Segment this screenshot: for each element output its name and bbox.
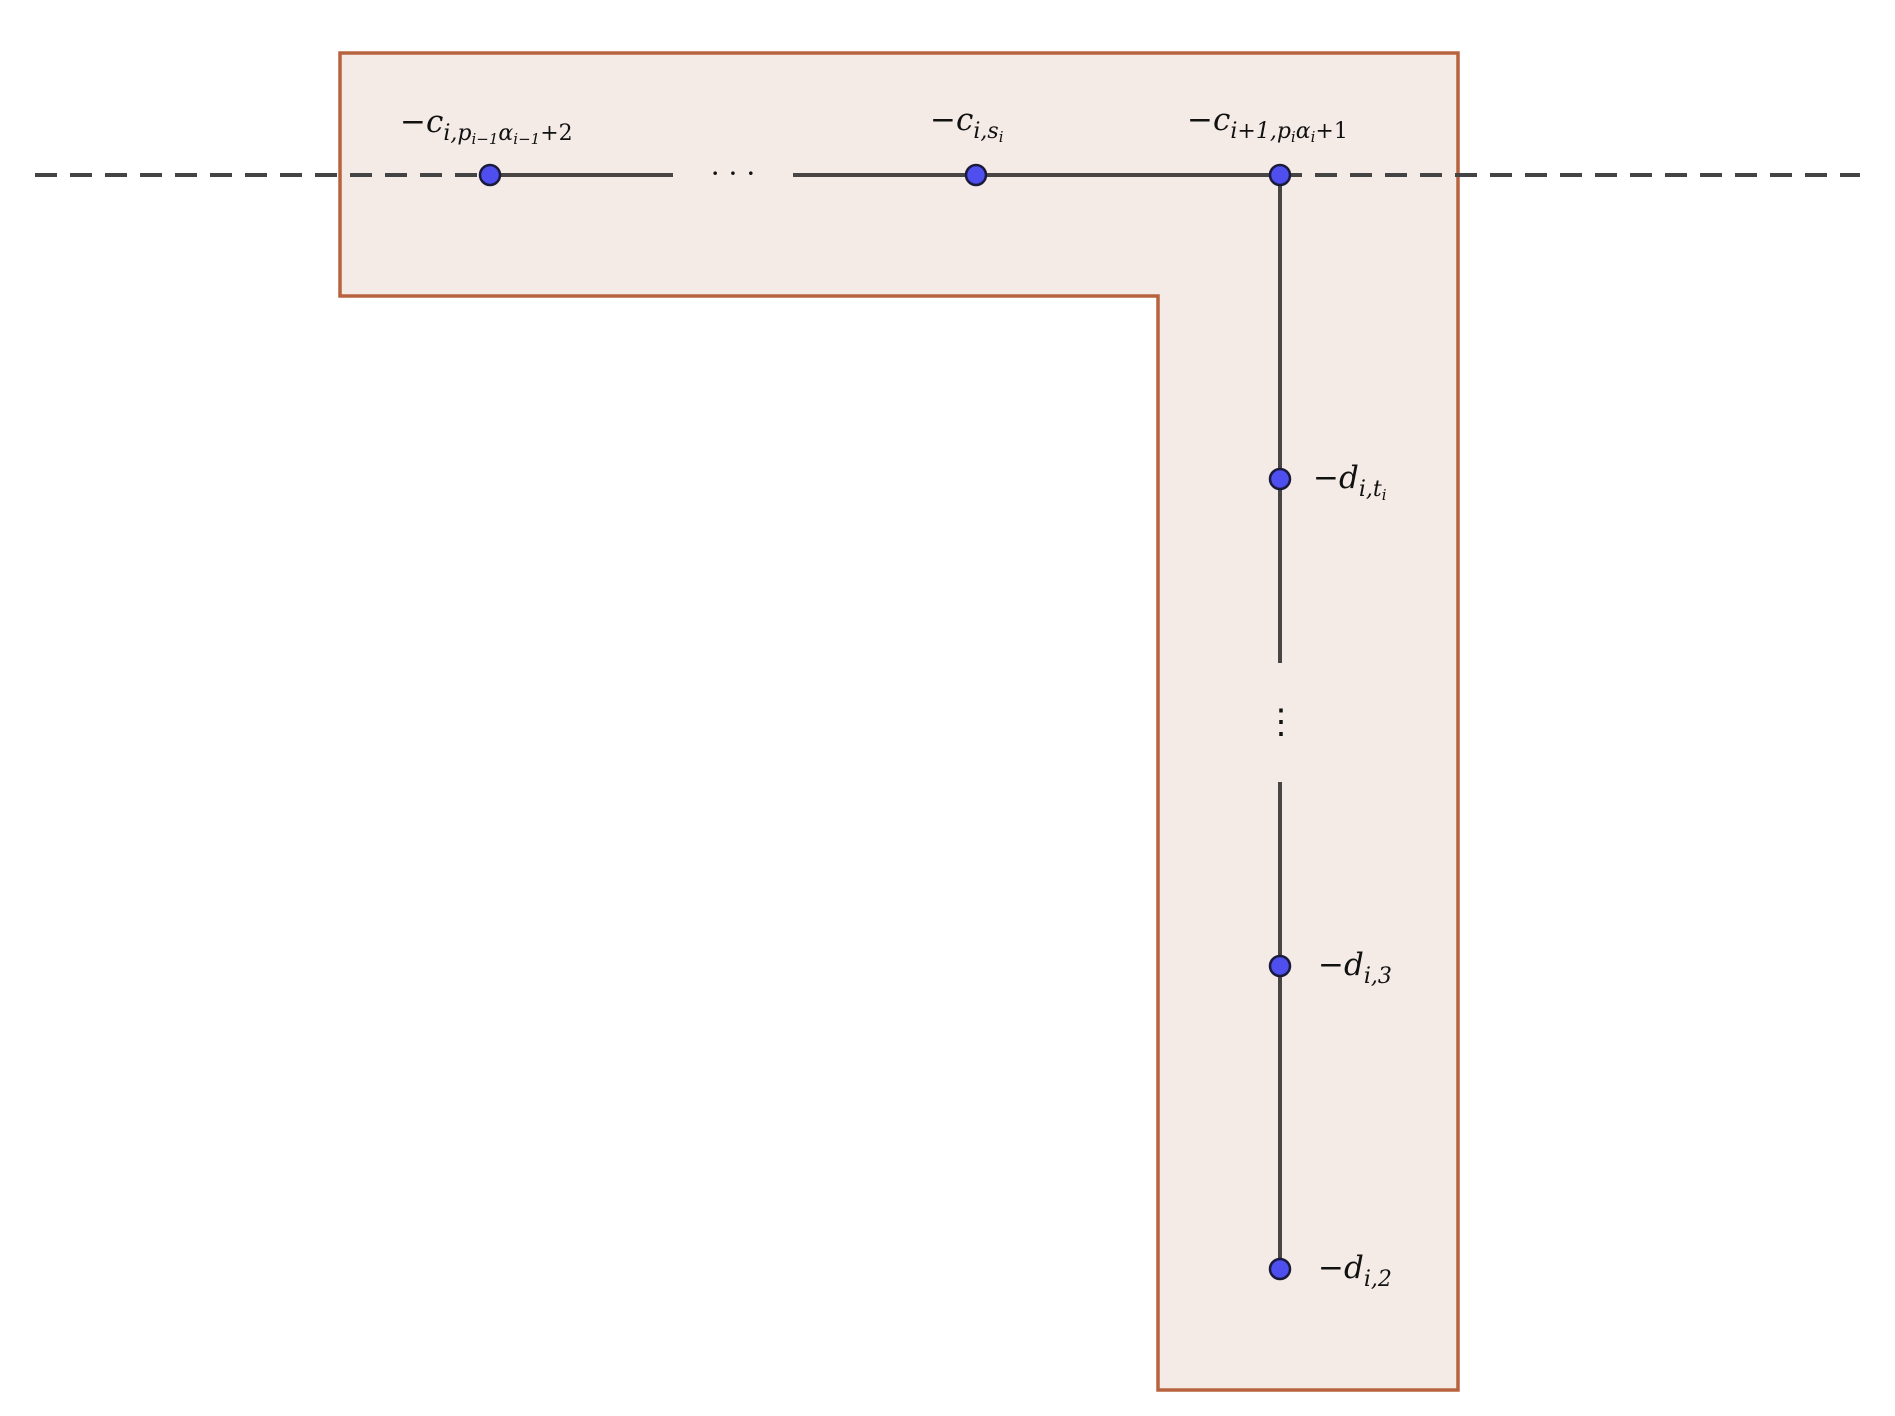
label-d-3: −di,3 <box>1318 947 1392 989</box>
vertex-d-ti <box>1268 467 1292 491</box>
vertical-ellipsis: ⋮ <box>1264 702 1298 742</box>
label-d-2: −di,2 <box>1318 1250 1392 1292</box>
vertex-d-3 <box>1268 954 1292 978</box>
label-c-first: −ci,pi−1αi−1+2 <box>400 104 573 148</box>
vertex-c-first <box>478 163 502 187</box>
vertex-c-next <box>1268 163 1292 187</box>
vertex-d-2 <box>1268 1257 1292 1281</box>
label-c-si: −ci,si <box>930 102 1004 146</box>
l-shaped-region <box>338 51 1460 1392</box>
label-c-next: −ci+1,piαi+1 <box>1187 102 1348 146</box>
vertex-c-si <box>964 163 988 187</box>
label-d-ti: −di,ti <box>1313 460 1387 504</box>
horizontal-ellipsis: · · · <box>711 157 756 190</box>
